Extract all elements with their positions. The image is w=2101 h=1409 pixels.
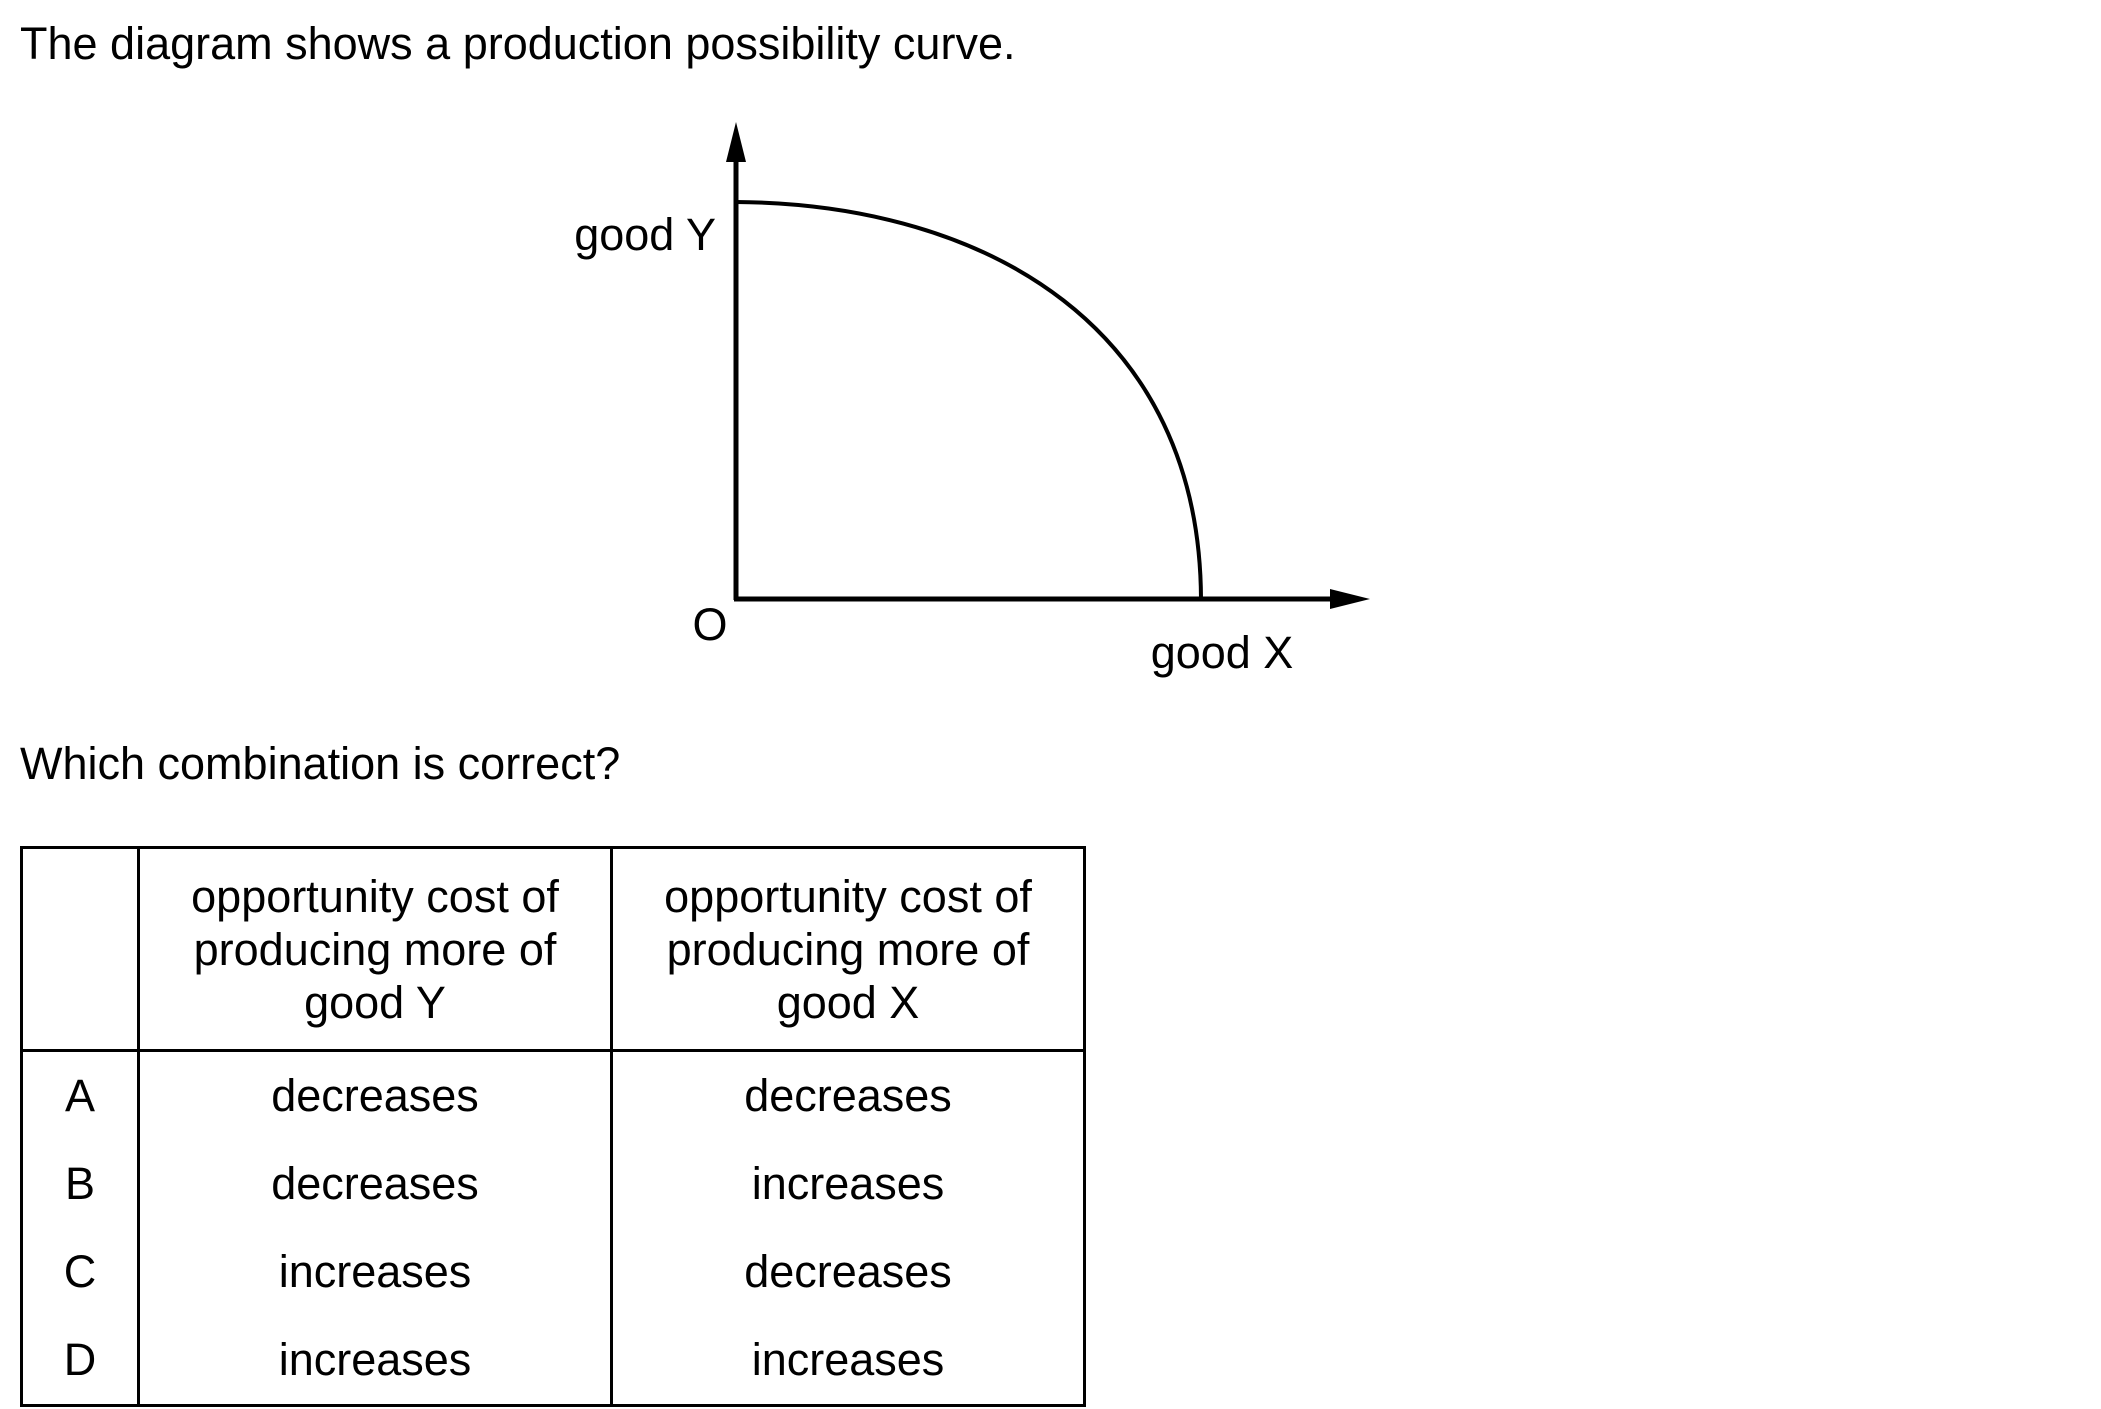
option-letter: C <box>20 1228 140 1316</box>
header-cost-y-text: opportunity cost of producing more of go… <box>191 870 559 1028</box>
cost-x-value: increases <box>610 1316 1086 1407</box>
x-axis-arrowhead <box>1330 589 1370 609</box>
cost-y-value: increases <box>137 1316 613 1407</box>
cost-x-value: decreases <box>610 1050 1086 1140</box>
cost-x-value: increases <box>610 1140 1086 1228</box>
x-axis-label: good X <box>1151 627 1294 678</box>
option-row-a[interactable]: A decreases decreases <box>20 1050 1086 1140</box>
header-option <box>20 846 140 1052</box>
header-cost-x: opportunity cost of producing more of go… <box>610 846 1086 1052</box>
intro-text: The diagram shows a production possibili… <box>20 18 1016 69</box>
ppc-curve <box>735 200 1203 600</box>
answer-options-table: opportunity cost of producing more of go… <box>20 846 1086 1407</box>
header-cost-y: opportunity cost of producing more of go… <box>137 846 613 1052</box>
ppc-diagram: good Y good X O <box>574 122 1370 678</box>
table-header-row: opportunity cost of producing more of go… <box>20 846 1086 1052</box>
option-row-c[interactable]: C increases decreases <box>20 1228 1086 1316</box>
option-letter: B <box>20 1140 140 1228</box>
question-text: Which combination is correct? <box>20 738 621 789</box>
cost-y-value: increases <box>137 1228 613 1316</box>
cost-x-value: decreases <box>610 1228 1086 1316</box>
option-letter: D <box>20 1316 140 1407</box>
cost-y-value: decreases <box>137 1050 613 1140</box>
option-row-d[interactable]: D increases increases <box>20 1316 1086 1407</box>
y-axis-arrowhead <box>726 122 746 162</box>
header-cost-x-text: opportunity cost of producing more of go… <box>664 870 1032 1028</box>
origin-label: O <box>692 599 727 650</box>
option-row-b[interactable]: B decreases increases <box>20 1140 1086 1228</box>
cost-y-value: decreases <box>137 1140 613 1228</box>
option-letter: A <box>20 1050 140 1140</box>
y-axis-label: good Y <box>574 209 716 260</box>
